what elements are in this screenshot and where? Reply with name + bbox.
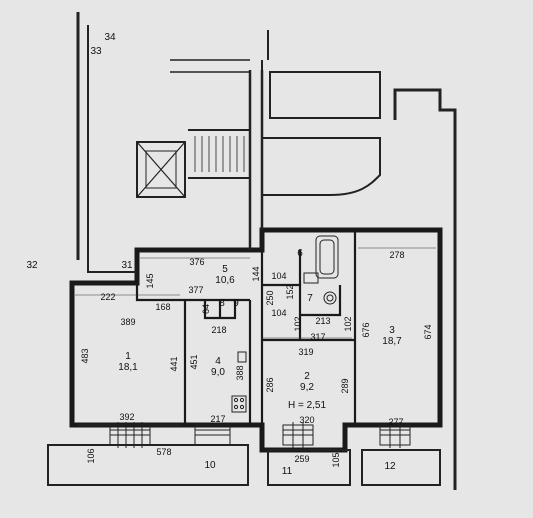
dim-451: 451 <box>189 354 199 370</box>
dim-389: 389 <box>120 317 136 327</box>
dim-144: 144 <box>251 266 261 282</box>
room-4-number: 4 <box>215 356 221 367</box>
upper-room-b <box>262 137 381 196</box>
dim-320: 320 <box>299 415 315 425</box>
room-2-number: 2 <box>304 371 310 382</box>
room-5-number: 5 <box>222 264 228 275</box>
window-room3 <box>379 422 411 448</box>
bathtub-inner <box>319 239 335 275</box>
room-12-number: 12 <box>384 461 396 472</box>
dim-286: 286 <box>265 377 275 393</box>
room-5-area: 10,6 <box>215 275 235 286</box>
dim-388: 388 <box>235 365 245 381</box>
dim-319: 319 <box>298 347 314 357</box>
bathtub <box>315 235 339 279</box>
dim-213: 213 <box>315 316 331 326</box>
elevator-shaft <box>136 141 186 198</box>
upper-room-a <box>269 71 381 119</box>
dim-441: 441 <box>169 356 179 372</box>
sink <box>303 272 319 284</box>
stove-burner-3 <box>233 404 239 410</box>
room-4-area: 9,0 <box>211 367 225 378</box>
room-32-label: 32 <box>26 260 38 271</box>
room-34-label: 34 <box>104 32 116 43</box>
room-9-number: 9 <box>233 298 239 309</box>
dim-64: 64 <box>201 303 211 315</box>
dim-277: 277 <box>388 417 404 427</box>
room-height: H = 2,51 <box>287 400 327 411</box>
elevator-cross <box>136 141 186 198</box>
room-3-number: 3 <box>389 325 395 336</box>
dim-259: 259 <box>294 454 310 464</box>
dim-105: 105 <box>331 452 341 468</box>
room-31-label: 31 <box>121 260 133 271</box>
dim-377: 377 <box>188 285 204 295</box>
kitchen-sink <box>237 351 247 363</box>
room-6-number: 6 <box>297 248 303 259</box>
stove-burner-2 <box>239 397 245 403</box>
window-room2 <box>282 422 314 448</box>
balcony-12 <box>361 449 441 486</box>
dim-102-left: 102 <box>293 316 303 332</box>
dim-222: 222 <box>100 292 116 302</box>
dim-106: 106 <box>86 448 96 464</box>
dim-250: 250 <box>265 290 275 306</box>
room-10-number: 10 <box>204 460 216 471</box>
room-8-number: 8 <box>219 298 225 309</box>
dim-278: 278 <box>389 250 405 260</box>
balcony-10 <box>47 444 249 486</box>
wall-top <box>69 227 363 286</box>
wall-wc <box>300 285 342 317</box>
interior-walls <box>135 230 357 425</box>
room-11-number: 11 <box>281 466 293 477</box>
upper-partition <box>261 30 269 72</box>
right-facade <box>393 88 457 490</box>
dim-168: 168 <box>155 302 171 312</box>
dim-317: 317 <box>310 332 326 342</box>
upper-corridor <box>170 59 250 73</box>
windows <box>47 422 441 486</box>
core-left-wall <box>87 25 137 273</box>
dim-578: 578 <box>156 447 172 457</box>
stove <box>231 395 247 413</box>
dim-102-right: 102 <box>343 316 353 332</box>
dim-104-bottom: 104 <box>271 308 287 318</box>
stove-burner-1 <box>233 397 239 403</box>
dim-483: 483 <box>80 348 90 364</box>
room-2-area: 9,2 <box>300 382 314 393</box>
dim-104-top: 104 <box>271 271 287 281</box>
room-33-label: 33 <box>90 46 102 57</box>
dim-674: 674 <box>423 324 433 340</box>
room-1-area: 18,1 <box>118 362 138 373</box>
stair-steps <box>194 136 245 172</box>
fixtures <box>231 235 339 413</box>
dim-289: 289 <box>340 378 350 394</box>
core-right-walls <box>248 70 264 250</box>
outer-walls <box>69 227 443 453</box>
wall-left-bottom <box>69 280 253 428</box>
dim-376: 376 <box>189 257 205 267</box>
wall-hall-top <box>135 283 185 302</box>
stove-burner-4 <box>239 404 245 410</box>
dim-217: 217 <box>210 414 226 424</box>
elevator-cabin <box>145 150 177 189</box>
wall-right-bottom <box>259 227 443 453</box>
room-7-number: 7 <box>307 293 313 304</box>
dim-392: 392 <box>119 412 135 422</box>
room-3-area: 18,7 <box>382 336 402 347</box>
balcony-11 <box>267 449 351 486</box>
dim-218: 218 <box>211 325 227 335</box>
dim-676: 676 <box>361 322 371 338</box>
stair-core <box>76 12 457 490</box>
dim-145: 145 <box>145 273 155 289</box>
dim-152: 152 <box>285 284 295 300</box>
toilet <box>323 291 337 305</box>
toilet-inner <box>326 294 334 302</box>
room-1-number: 1 <box>125 351 131 362</box>
